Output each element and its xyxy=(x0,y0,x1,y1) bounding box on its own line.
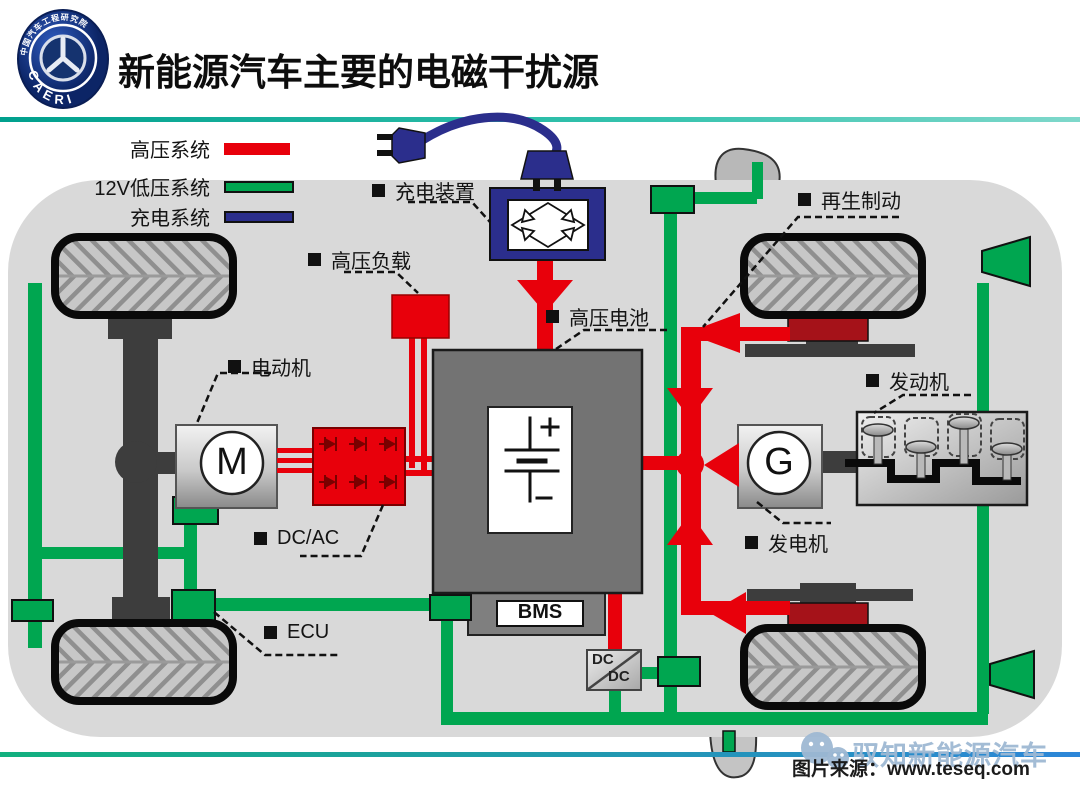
dcdc-box xyxy=(586,648,642,692)
bullet-icon xyxy=(866,374,879,387)
watermark: 驭知新能源汽车 xyxy=(852,741,1048,771)
crankshaft xyxy=(845,459,1021,485)
left-axle xyxy=(108,311,177,625)
logo-star-icon xyxy=(46,36,80,73)
lv-wiring xyxy=(11,162,1035,753)
bms-label-plate xyxy=(496,600,584,627)
bullet-icon xyxy=(745,536,758,549)
charging-connector xyxy=(520,150,574,180)
horn-front-right-icon xyxy=(981,235,1031,288)
inverter-box xyxy=(312,427,406,506)
brake-front-right xyxy=(787,317,869,342)
bullet-icon xyxy=(254,532,267,545)
label-hv-battery: 高压电池 xyxy=(546,302,649,331)
leader-lines xyxy=(195,200,971,657)
label-engine: 发动机 xyxy=(866,366,949,395)
page-title: 新能源汽车主要的电磁干扰源 xyxy=(118,52,599,93)
legend-item-charge: 充电系统 xyxy=(40,202,294,231)
wheel-rear-right xyxy=(744,628,922,706)
dcdc-label-bottom: DC xyxy=(608,668,630,685)
motor-letter: M xyxy=(216,441,248,483)
bullet-icon xyxy=(308,253,321,266)
wechat-icon xyxy=(801,732,849,769)
arrow-up-icon xyxy=(667,513,713,545)
generator-letter: G xyxy=(764,441,794,483)
legend-label: 充电系统 xyxy=(130,208,210,230)
legend-item-lv: 12V低压系统 xyxy=(40,172,294,201)
arrow-regen-top-icon xyxy=(686,313,740,353)
label-inverter: DC/AC xyxy=(254,527,339,550)
caeri-logo: 中国汽车工程研究院 CAERI xyxy=(17,9,109,109)
image-source-text: 图片来源：www.teseq.com xyxy=(792,759,1030,780)
label-regen-brake: 再生制动 xyxy=(798,185,901,214)
wheel-front-right xyxy=(744,237,922,315)
bullet-icon xyxy=(264,626,277,639)
label-ecu: ECU xyxy=(264,621,329,644)
bullet-icon xyxy=(228,360,241,373)
header-divider xyxy=(0,117,1080,122)
brake-rear-right xyxy=(787,602,869,627)
bullet-icon xyxy=(798,193,811,206)
generator-circle xyxy=(746,430,812,496)
battery-symbol-icon xyxy=(504,416,560,503)
arrow-regen-bottom-icon xyxy=(710,592,746,634)
side-mirror-top-icon xyxy=(714,147,781,185)
hv-load-box xyxy=(391,294,450,339)
right-rear-axle xyxy=(747,583,913,627)
bms-label: BMS xyxy=(517,601,563,623)
hv-wiring xyxy=(277,258,790,650)
bullet-icon xyxy=(372,184,385,197)
legend-swatch-lv xyxy=(224,180,294,193)
legend-swatch-hv xyxy=(224,142,290,155)
legend-label: 12V低压系统 xyxy=(94,178,210,200)
bullet-icon xyxy=(546,310,559,323)
charging-wiring xyxy=(377,112,606,261)
arrow-generator-left-icon xyxy=(704,443,739,487)
label-motor: 电动机 xyxy=(228,352,311,381)
label-hv-load: 高压负载 xyxy=(308,245,411,274)
motor-circle xyxy=(199,430,265,496)
engine-box xyxy=(845,410,1029,507)
dcdc-label-top: DC xyxy=(592,651,614,668)
engine-pistons xyxy=(862,416,1023,481)
wheel-front-left xyxy=(55,237,233,315)
arrow-charger-down-icon xyxy=(517,280,573,313)
generator-shaft xyxy=(820,451,860,473)
differential xyxy=(115,441,157,483)
arrow-down-icon xyxy=(667,388,713,419)
label-generator: 发电机 xyxy=(745,528,828,557)
legend-item-hv: 高压系统 xyxy=(40,134,290,163)
label-charger: 充电装置 xyxy=(372,176,475,205)
footer-divider xyxy=(0,752,1080,757)
legend-swatch-charge xyxy=(224,210,294,223)
legend-label: 高压系统 xyxy=(130,140,210,162)
charging-cable xyxy=(416,112,562,163)
ecu-box xyxy=(171,589,216,623)
wheel-rear-left xyxy=(55,623,233,701)
junction-node xyxy=(676,450,704,478)
diode-bridge-icon xyxy=(510,201,586,249)
horn-rear-right-icon xyxy=(989,649,1035,700)
power-plug-icon xyxy=(391,127,426,164)
